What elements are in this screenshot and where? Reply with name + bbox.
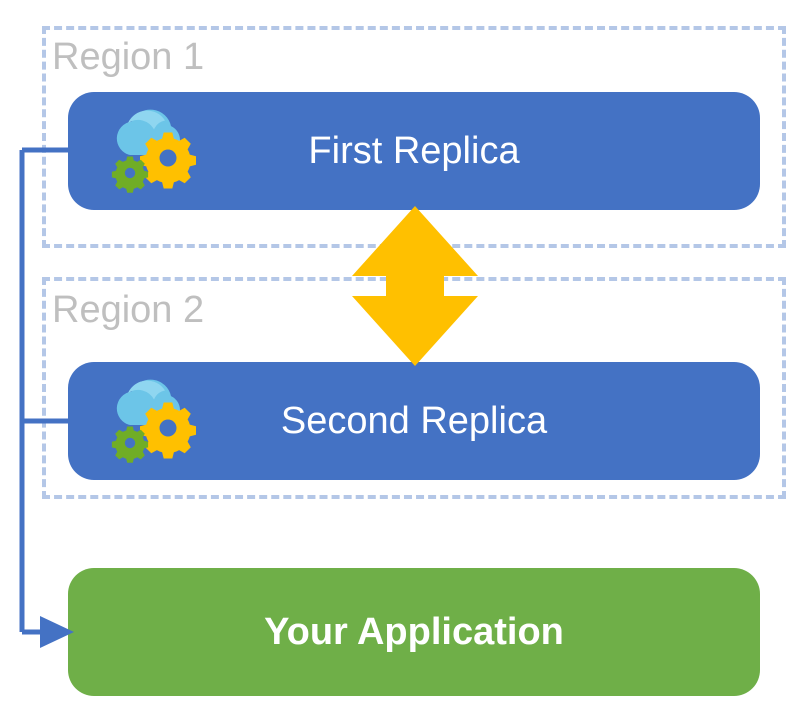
- node-your-application-label: Your Application: [264, 611, 564, 653]
- region-2-label: Region 2: [52, 289, 205, 331]
- cloud-gear-icon: [111, 379, 196, 463]
- node-your-application[interactable]: Your Application: [68, 568, 760, 696]
- node-second-replica[interactable]: Second Replica: [68, 362, 760, 480]
- node-second-replica-label: Second Replica: [280, 400, 548, 442]
- node-first-replica-label: First Replica: [308, 130, 520, 172]
- cloud-gear-icon: [111, 109, 196, 193]
- node-first-replica[interactable]: First Replica: [68, 92, 760, 210]
- double-arrow-vertical-icon: [352, 206, 478, 366]
- region-1-label: Region 1: [52, 36, 205, 78]
